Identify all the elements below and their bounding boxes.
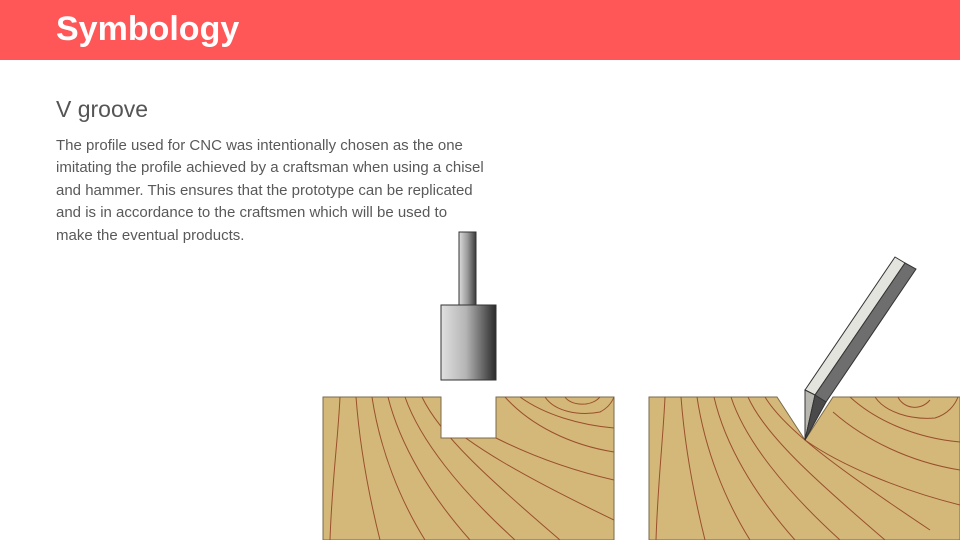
- chisel-icon: [804, 256, 917, 441]
- chisel-wood-block: [648, 396, 960, 540]
- cnc-bit-icon: [440, 231, 497, 381]
- slide-title: Symbology: [56, 10, 240, 48]
- cnc-wood-block: [322, 396, 615, 540]
- header-bar: [0, 0, 960, 60]
- body-text: The profile used for CNC was intentional…: [56, 137, 484, 244]
- section-heading: V groove: [56, 96, 149, 122]
